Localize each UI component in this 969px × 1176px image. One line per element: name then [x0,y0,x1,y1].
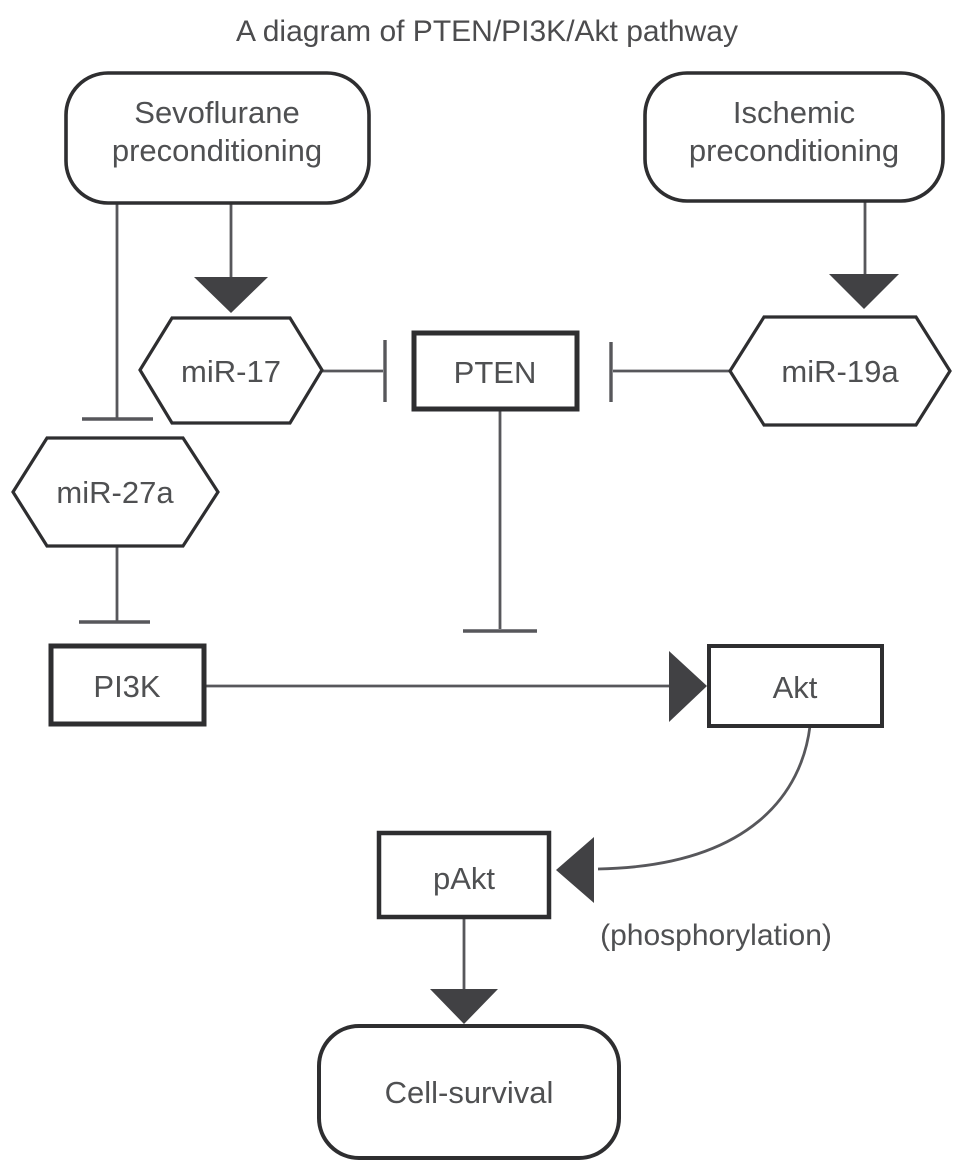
arrowhead-down-icon [194,277,268,313]
arrowhead-right-icon [669,651,707,722]
edge-mir17-to-pten [322,340,387,402]
rounded-rect-shape [643,71,945,203]
rounded-rect-shape [64,71,371,205]
node-label: Cell-survival [385,1075,554,1110]
node-akt: Akt [707,644,884,728]
node-label: preconditioning [112,133,322,168]
node-label: Sevoflurane [134,95,299,130]
arrowhead-down-icon [430,989,498,1024]
node-pi3k: PI3K [48,643,207,727]
arrowhead-down-icon [829,274,899,309]
hexagon-shape [11,436,220,548]
phosphorylation-annotation: (phosphorylation) [600,919,832,952]
rect-shape [411,330,580,412]
rect-shape [48,643,207,727]
node-label: miR-17 [181,354,281,389]
node-label: Ischemic [733,95,855,130]
edge-mir27a-to-pi3k [79,546,150,624]
edge-pakt-to-cellsurvival [430,917,498,1024]
arrowhead-left-icon [556,837,594,903]
edge-sevoflurane-to-mir27a [82,203,153,421]
node-label: pAkt [433,861,495,896]
diagram-title: A diagram of PTEN/PI3K/Akt pathway [236,15,738,48]
node-mir27a: miR-27a [11,436,220,548]
rounded-rect-shape [317,1024,621,1160]
hexagon-shape [138,316,324,425]
node-pakt: pAkt [376,830,552,920]
node-label: Akt [773,670,818,705]
node-sevoflurane-preconditioning: Sevoflurane preconditioning [64,71,371,205]
node-cell-survival: Cell-survival [317,1024,621,1160]
node-pten: PTEN [411,330,580,412]
node-label: miR-27a [56,475,174,510]
edge-sevoflurane-to-mir17 [194,203,268,313]
edge-pten-inhibition-down [463,410,537,633]
node-ischemic-preconditioning: Ischemic preconditioning [643,71,945,203]
node-mir17: miR-17 [138,316,324,425]
node-label: PI3K [93,669,161,704]
node-label: PTEN [454,355,537,390]
edge-pi3k-to-akt [205,651,707,722]
node-label: preconditioning [689,133,899,168]
edge-akt-to-pakt [556,725,812,903]
node-mir19a: miR-19a [728,315,952,427]
rect-shape [707,644,884,728]
edge-mir19a-to-pten [609,342,730,402]
edge-curve [597,725,812,871]
node-label: miR-19a [781,354,899,389]
rect-shape [376,830,552,920]
edge-ischemic-to-mir19a [829,200,899,309]
hexagon-shape [728,315,952,427]
